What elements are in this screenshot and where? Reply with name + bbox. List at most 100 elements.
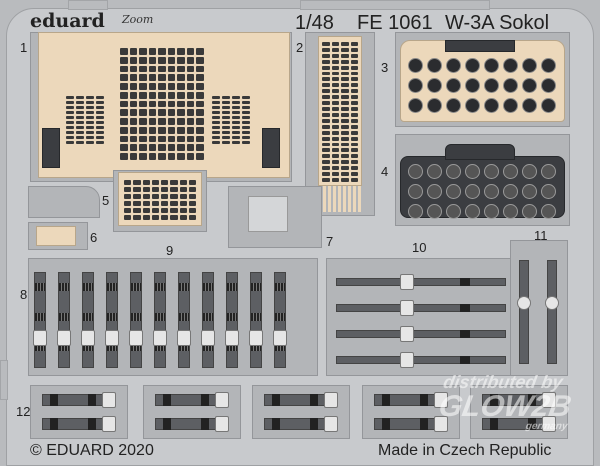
gauge-icon: [522, 184, 537, 199]
seat-belt: [34, 272, 46, 368]
belt-adjuster: [163, 418, 171, 430]
seat-belt: [226, 272, 238, 368]
switch: [186, 153, 195, 160]
gauge-icon: [408, 204, 423, 219]
switch: [212, 141, 220, 144]
seat-belt: [336, 356, 506, 364]
switch: [331, 154, 339, 159]
switch: [341, 95, 349, 100]
belt-adjuster: [203, 283, 213, 291]
belt-adjuster: [179, 343, 189, 351]
switch: [96, 106, 104, 109]
gauge-icon: [484, 204, 499, 219]
buckle: [57, 330, 71, 346]
belt-adjuster: [203, 343, 213, 351]
switch: [142, 215, 150, 220]
switch: [331, 47, 339, 52]
switch: [350, 172, 358, 177]
gauge-icon: [465, 78, 480, 93]
product-code: FE 1061: [357, 12, 433, 34]
switch: [186, 135, 195, 143]
switch: [96, 96, 104, 99]
switch: [341, 47, 349, 52]
switch: [188, 215, 196, 220]
switch: [196, 144, 204, 152]
switch: [133, 208, 141, 213]
switch: [161, 187, 169, 192]
switch: [196, 65, 204, 73]
switch: [86, 111, 94, 114]
gauge-icon: [408, 58, 423, 73]
switch: [322, 71, 330, 76]
switch: [322, 130, 330, 135]
switch: [179, 208, 187, 213]
gauge-icon: [503, 98, 518, 113]
gauge-icon: [427, 204, 442, 219]
switch: [148, 118, 157, 125]
part-number-8: 8: [20, 287, 28, 302]
switch: [167, 74, 176, 82]
switch: [124, 208, 132, 213]
belt-adjuster: [275, 283, 285, 291]
switch: [158, 153, 166, 160]
console-tabs: [318, 186, 362, 212]
switch: [341, 83, 349, 88]
switch: [322, 77, 330, 82]
gauge-icon: [503, 164, 518, 179]
gauge-icon: [446, 98, 461, 113]
seat-belt: [178, 272, 190, 368]
switch: [158, 118, 166, 125]
eduard-logo: eduard: [30, 10, 105, 32]
warning-panel: [445, 144, 515, 160]
switch: [139, 109, 147, 117]
belt-adjuster: [83, 313, 93, 321]
switch: [186, 65, 195, 73]
switch: [76, 131, 84, 134]
switch: [331, 166, 339, 171]
switch: [222, 101, 230, 104]
switch: [179, 187, 187, 192]
part-number-4: 4: [381, 164, 389, 179]
switch: [186, 74, 195, 82]
belt-adjuster: [460, 278, 470, 286]
gauge-icon: [522, 78, 537, 93]
switch: [350, 83, 358, 88]
switch: [133, 215, 141, 220]
switch: [196, 135, 204, 143]
switch: [120, 56, 128, 64]
buckle: [105, 330, 119, 346]
switch: [350, 166, 358, 171]
belt-adjuster: [179, 313, 189, 321]
switch: [331, 59, 339, 64]
switch: [86, 96, 94, 99]
switch: [350, 89, 358, 94]
buckle: [102, 416, 116, 432]
buckle: [225, 330, 239, 346]
switch: [151, 201, 159, 206]
switch: [139, 144, 147, 152]
switch: [232, 96, 240, 99]
switch: [350, 130, 358, 135]
switch: [161, 208, 169, 213]
gauge-icon: [541, 164, 556, 179]
seat-belt: [274, 272, 286, 368]
switch: [129, 118, 138, 125]
switch: [331, 77, 339, 82]
buckle: [215, 392, 229, 408]
belt-adjuster: [227, 343, 237, 351]
belt-adjuster: [131, 343, 141, 351]
switch: [151, 180, 159, 185]
gauge-icon: [465, 58, 480, 73]
switch: [177, 144, 185, 152]
switch: [331, 136, 339, 141]
switch: [188, 194, 196, 199]
gauge-icon: [465, 98, 480, 113]
switch: [322, 124, 330, 129]
belt-adjuster: [59, 283, 69, 291]
belt-adjuster: [83, 343, 93, 351]
switch: [133, 201, 141, 206]
buckle: [400, 300, 414, 316]
part-7-plate: [248, 196, 288, 232]
gauge-icon: [522, 58, 537, 73]
switch: [66, 101, 74, 104]
